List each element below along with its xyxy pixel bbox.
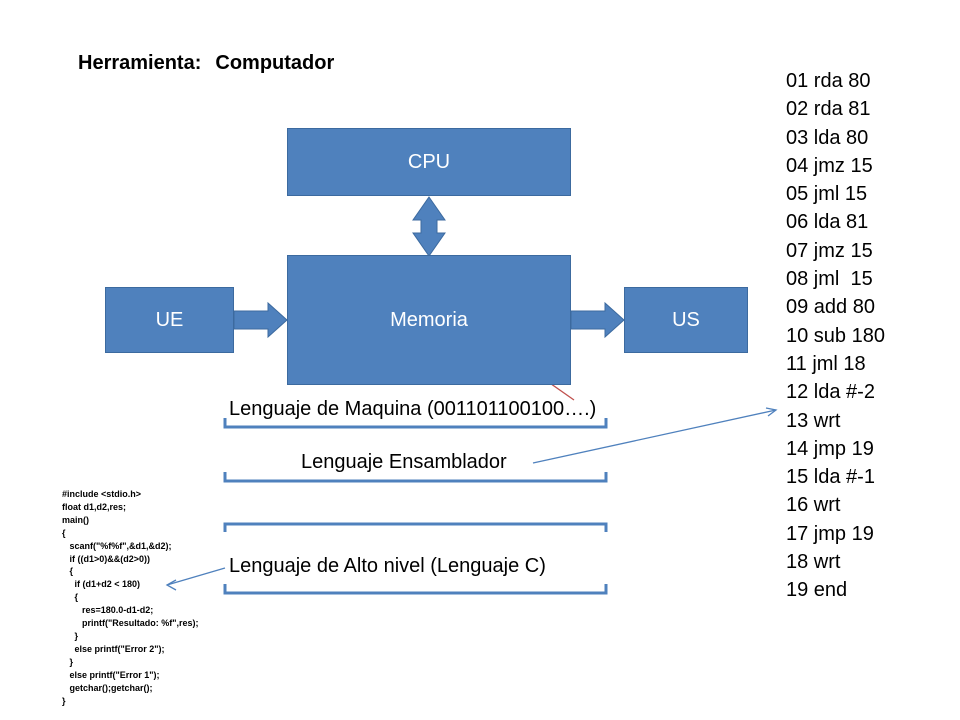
code-line: {: [62, 566, 74, 577]
cpu-box: CPU: [287, 128, 571, 196]
assembly-line: 09 add 80: [786, 296, 875, 319]
assembly-line: 17 jmp 19: [786, 522, 874, 545]
input-unit-label: UE: [155, 308, 184, 331]
pointer-assembler-to-listing: [532, 409, 777, 464]
code-line: }: [62, 695, 66, 706]
machine-language-label: Lenguaje de Maquina (001101100100….): [229, 398, 597, 420]
cpu-memory-double-arrow: [412, 196, 446, 257]
bracket-high-level: [223, 584, 608, 595]
code-line: getchar();getchar();: [62, 682, 153, 693]
pointer-high-level-to-code: [166, 567, 226, 586]
memory-label: Memoria: [390, 308, 468, 331]
tool-value: Computador: [215, 52, 335, 74]
assembly-line: 08 jml 15: [786, 268, 873, 291]
output-unit-box: US: [624, 287, 748, 353]
assembly-line: 12 lda #-2: [786, 381, 875, 404]
code-line: scanf("%f%f",&d1,&d2);: [62, 540, 172, 551]
assembly-line: 11 jml 18: [786, 352, 866, 375]
tool-label: Herramienta:: [78, 52, 202, 74]
code-line: printf("Resultado: %f",res);: [62, 618, 199, 629]
c-code-listing: #include <stdio.h> float d1,d2,res; main()…: [62, 488, 199, 707]
code-line: else printf("Error 2");: [62, 643, 165, 654]
assembly-line: 13 wrt: [786, 409, 841, 432]
code-line: }: [62, 630, 79, 641]
assembly-line: 06 lda 81: [786, 211, 869, 234]
code-line: if ((d1>0)&&(d2>0)): [62, 553, 151, 564]
pointer-assembler-arrowhead: [765, 407, 778, 417]
memory-box: Memoria: [287, 255, 571, 385]
pointer-high-level-arrowhead: [165, 579, 177, 591]
assembly-line: 15 lda #-1: [786, 466, 875, 489]
code-line: {: [62, 527, 66, 538]
assembly-line: 14 jmp 19: [786, 437, 874, 460]
high-level-language-label: Lenguaje de Alto nivel (Lenguaje C): [229, 555, 546, 577]
code-line: main(): [62, 514, 89, 525]
assembly-line: 04 jmz 15: [786, 154, 873, 177]
bracket-machine: [223, 418, 608, 429]
assembly-line: 16 wrt: [786, 494, 841, 517]
output-unit-label: US: [672, 308, 700, 331]
code-line: if (d1+d2 < 180): [62, 579, 141, 590]
assembly-line: 03 lda 80: [786, 126, 869, 149]
input-unit-box: UE: [105, 287, 234, 353]
code-line: #include <stdio.h>: [62, 489, 142, 499]
code-line: res=180.0-d1-d2;: [62, 605, 154, 616]
tool-title: Herramienta: Computador: [78, 52, 334, 75]
input-arrow: [233, 301, 288, 339]
code-line: else printf("Error 1");: [62, 669, 160, 680]
assembler-language-label: Lenguaje Ensamblador: [301, 451, 507, 473]
cpu-label: CPU: [407, 150, 451, 173]
assembly-line: 18 wrt: [786, 551, 841, 574]
assembly-line: 19 end: [786, 579, 848, 602]
assembly-line: 05 jml 15: [786, 183, 868, 206]
assembly-line: 07 jmz 15: [786, 239, 873, 262]
code-line: {: [62, 592, 79, 603]
assembly-line: 02 rda 81: [786, 98, 871, 121]
code-line: float d1,d2,res;: [62, 501, 127, 512]
assembly-listing: 01 rda 80 02 rda 81 03 lda 80 04 jmz 15 05 j…: [786, 67, 885, 605]
output-arrow: [570, 301, 625, 339]
assembly-line: 10 sub 180: [786, 324, 885, 347]
bracket-high-level-top: [223, 522, 608, 532]
code-line: }: [62, 656, 74, 667]
bracket-assembler: [223, 472, 608, 483]
assembly-line: 01 rda 80: [786, 70, 871, 92]
